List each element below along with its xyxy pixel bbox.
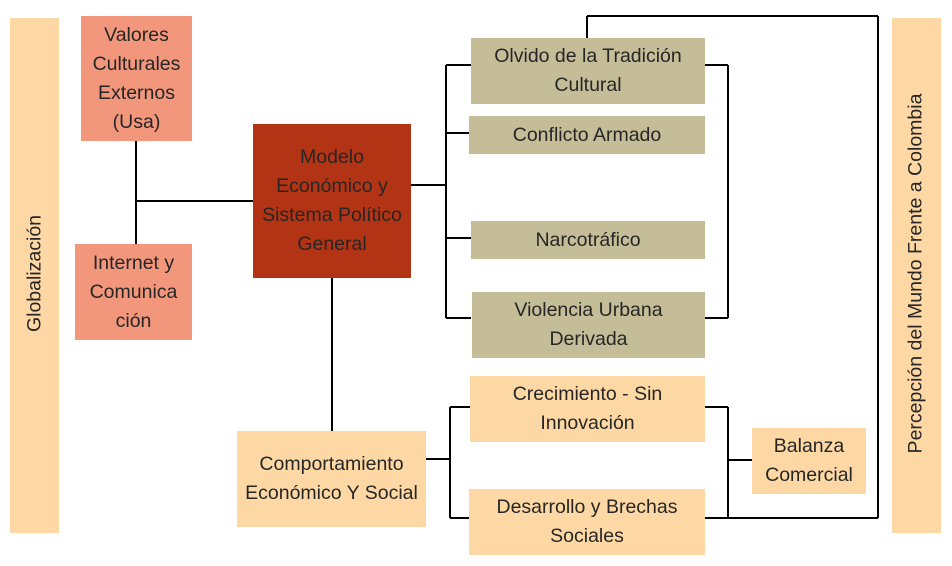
desarrollo-box: Desarrollo y Brechas Sociales	[469, 489, 705, 555]
comportamiento-box: Comportamiento Económico Y Social	[237, 431, 426, 527]
modelo-economico-box: Modelo Económico y Sistema Político Gene…	[253, 124, 411, 278]
internet-box: Internet y Comunica ción	[75, 244, 192, 340]
violencia-box: Violencia Urbana Derivada	[472, 292, 705, 358]
narcotrafico-box: Narcotráfico	[471, 221, 705, 259]
globalizacion-band	[10, 18, 59, 533]
olvido-box: Olvido de la Tradición Cultural	[471, 38, 705, 104]
conflicto-box: Conflicto Armado	[469, 116, 705, 154]
valores-culturales-box: Valores Culturales Externos (Usa)	[81, 16, 192, 141]
percepcion-band	[892, 18, 941, 533]
crecimiento-box: Crecimiento - Sin Innovación	[470, 376, 705, 442]
balanza-box: Balanza Comercial	[752, 428, 866, 494]
